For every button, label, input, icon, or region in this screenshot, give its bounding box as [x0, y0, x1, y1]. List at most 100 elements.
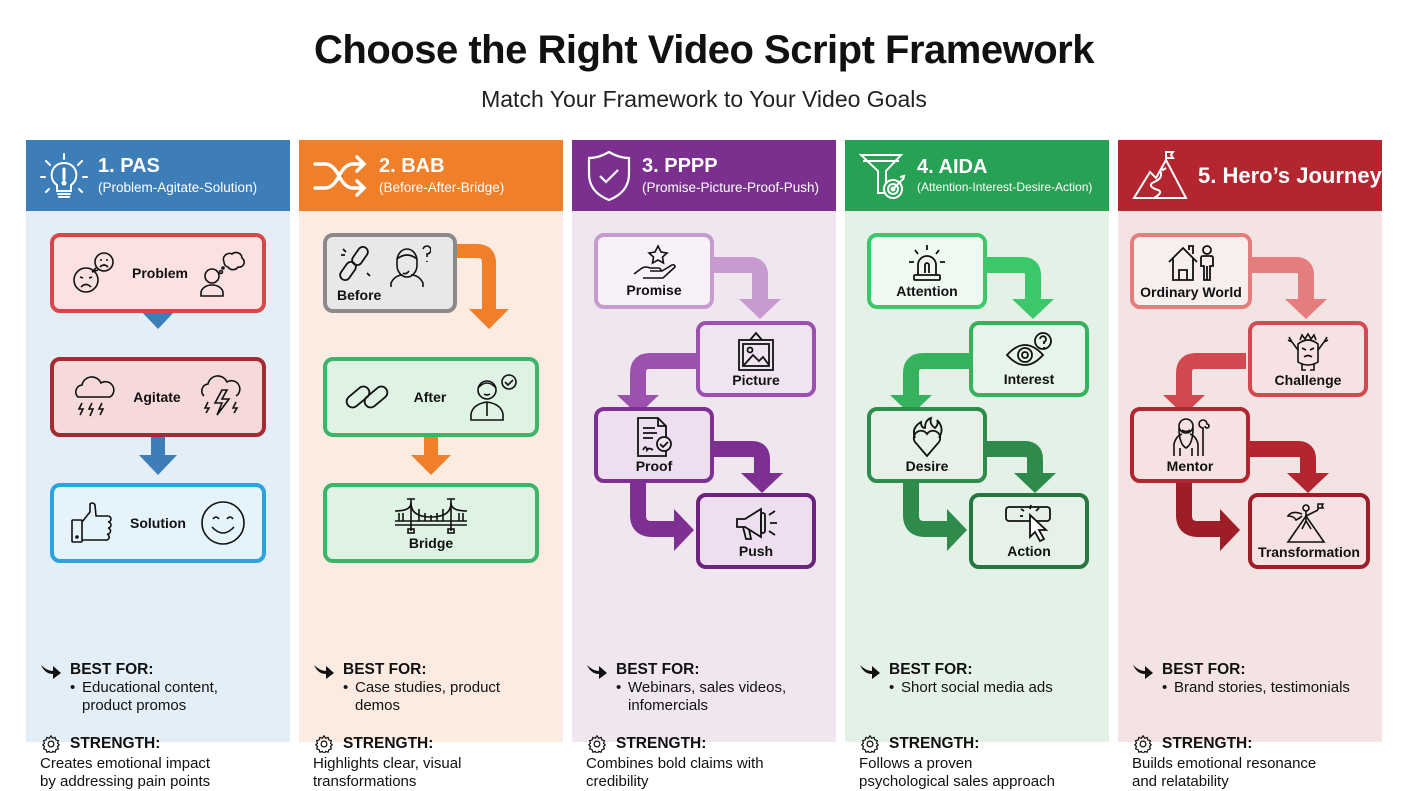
step-action: Action — [969, 493, 1089, 569]
column-body: Promise Picture Proof Push — [572, 211, 836, 790]
strength-text: psychological sales approach — [859, 773, 1055, 790]
gear-icon — [860, 735, 880, 753]
curved-arrow-icon — [1133, 665, 1153, 679]
strength-label: STRENGTH: — [70, 735, 161, 752]
best-for-text: Webinars, sales videos, — [628, 679, 787, 696]
happy-person-check-icon — [470, 374, 517, 421]
signed-document-icon — [637, 417, 672, 457]
step-label: Picture — [732, 372, 780, 388]
lightning-cloud-icon — [201, 375, 241, 416]
framework-expansion: (Before-After-Bridge) — [379, 180, 505, 196]
strength-text: Builds emotional resonance — [1132, 755, 1317, 772]
strength-label: STRENGTH: — [616, 735, 707, 752]
step-problem: Problem — [50, 233, 266, 313]
strength-text: transformations — [313, 773, 417, 790]
step-agitate: Agitate — [50, 357, 266, 437]
thumbs-up-icon — [71, 502, 112, 543]
step-label: Proof — [635, 458, 673, 474]
step-label: Agitate — [133, 389, 181, 405]
best-for-text: Educational content, — [82, 679, 218, 696]
house-person-icon — [1168, 245, 1214, 281]
strength-text: by addressing pain points — [40, 773, 211, 790]
step-label: Transformation — [1258, 544, 1360, 560]
sad-faces-icon — [73, 252, 114, 293]
column-header: 1. PAS (Problem-Agitate-Solution) — [26, 140, 290, 211]
lightbulb-icon — [40, 152, 88, 198]
strength-text: credibility — [586, 773, 649, 790]
step-picture: Picture — [696, 321, 816, 397]
info-section: BEST FOR: •Brand stories, testimonials S… — [1132, 661, 1372, 790]
step-transformation: Transformation — [1248, 493, 1370, 569]
monster-icon — [1287, 332, 1329, 371]
step-promise: Promise — [594, 233, 714, 309]
gear-icon — [41, 735, 61, 753]
column-header: 4. AIDA (Attention-Interest-Desire-Actio… — [845, 140, 1109, 211]
step-label: Problem — [131, 265, 188, 281]
best-for-text: demos — [355, 697, 401, 714]
eye-question-icon — [1005, 332, 1052, 366]
step-label: Push — [738, 543, 774, 559]
framework-name: 2. BAB — [379, 155, 445, 178]
framework-column-bab: 2. BAB (Before-After-Bridge) Before — [299, 140, 563, 790]
wizard-icon — [1173, 418, 1210, 456]
column-body: Problem Agitate Solution — [26, 211, 290, 790]
framework-expansion: (Problem-Agitate-Solution) — [98, 180, 258, 196]
step-before: Before — [323, 233, 457, 313]
confused-person-icon — [390, 245, 431, 287]
step-attention: Attention — [867, 233, 987, 309]
broken-chain-icon — [339, 246, 371, 281]
step-label: Mentor — [1166, 458, 1214, 474]
best-for-text: product promos — [82, 697, 187, 714]
step-after: After — [323, 357, 539, 437]
step-challenge: Challenge — [1248, 321, 1368, 397]
page-subtitle: Match Your Framework to Your Video Goals — [481, 86, 927, 112]
column-body: Ordinary World Challenge Mentor Transf — [1118, 211, 1382, 790]
step-bridge: Bridge — [323, 483, 539, 563]
gear-icon — [1133, 735, 1153, 753]
strength-label: STRENGTH: — [1162, 735, 1253, 752]
framework-column-aida: 4. AIDA (Attention-Interest-Desire-Actio… — [845, 140, 1109, 790]
best-for-label: BEST FOR: — [70, 661, 154, 678]
column-header: 2. BAB (Before-After-Bridge) — [299, 140, 563, 211]
bridge-icon — [394, 498, 468, 534]
step-label: Action — [1007, 543, 1051, 559]
step-desire: Desire — [867, 407, 987, 483]
strength-text: Combines bold claims with — [586, 755, 764, 772]
step-label: Interest — [1003, 371, 1055, 387]
siren-icon — [909, 245, 945, 281]
framework-column-pas: 1. PAS (Problem-Agitate-Solution) Proble… — [26, 140, 290, 790]
step-push: Push — [696, 493, 816, 569]
best-for-label: BEST FOR: — [343, 661, 427, 678]
thinking-person-icon — [200, 251, 245, 297]
smiley-icon — [201, 501, 245, 545]
chain-link-icon — [345, 385, 389, 409]
step-label: Solution — [130, 515, 186, 531]
strength-text: Highlights clear, visual — [313, 755, 462, 772]
step-mentor: Mentor — [1130, 407, 1250, 483]
funnel-target-icon — [859, 153, 906, 199]
step-label: Bridge — [408, 535, 454, 551]
flaming-heart-icon — [912, 416, 943, 458]
page-title: Choose the Right Video Script Framework — [314, 28, 1094, 72]
framework-expansion: (Attention-Interest-Desire-Action) — [917, 180, 1093, 195]
step-label: Attention — [896, 283, 958, 299]
column-header: 5. Hero’s Journey — [1118, 140, 1382, 211]
hand-star-icon — [633, 244, 676, 279]
info-section: BEST FOR: •Case studies, product demos S… — [313, 661, 553, 790]
framework-column-pppp: 3. PPPP (Promise-Picture-Proof-Push) Pro… — [572, 140, 836, 790]
shield-check-icon — [587, 150, 631, 201]
strength-text: Creates emotional impact — [40, 755, 211, 772]
framework-expansion: (Promise-Picture-Proof-Push) — [642, 180, 820, 196]
best-for-label: BEST FOR: — [1162, 661, 1246, 678]
column-body: Before After Bridge BEST FOR: — [299, 211, 563, 790]
megaphone-icon — [736, 507, 777, 540]
gear-icon — [587, 735, 607, 753]
step-label: Before — [337, 287, 382, 303]
info-section: BEST FOR: •Short social media ads STRENG… — [859, 661, 1099, 790]
step-interest: Interest — [969, 321, 1089, 397]
curved-arrow-icon — [860, 665, 880, 679]
shuffle-arrows-icon — [313, 154, 367, 197]
curved-arrow-icon — [587, 665, 607, 679]
best-for-text: Brand stories, testimonials — [1174, 679, 1350, 696]
strength-label: STRENGTH: — [343, 735, 434, 752]
